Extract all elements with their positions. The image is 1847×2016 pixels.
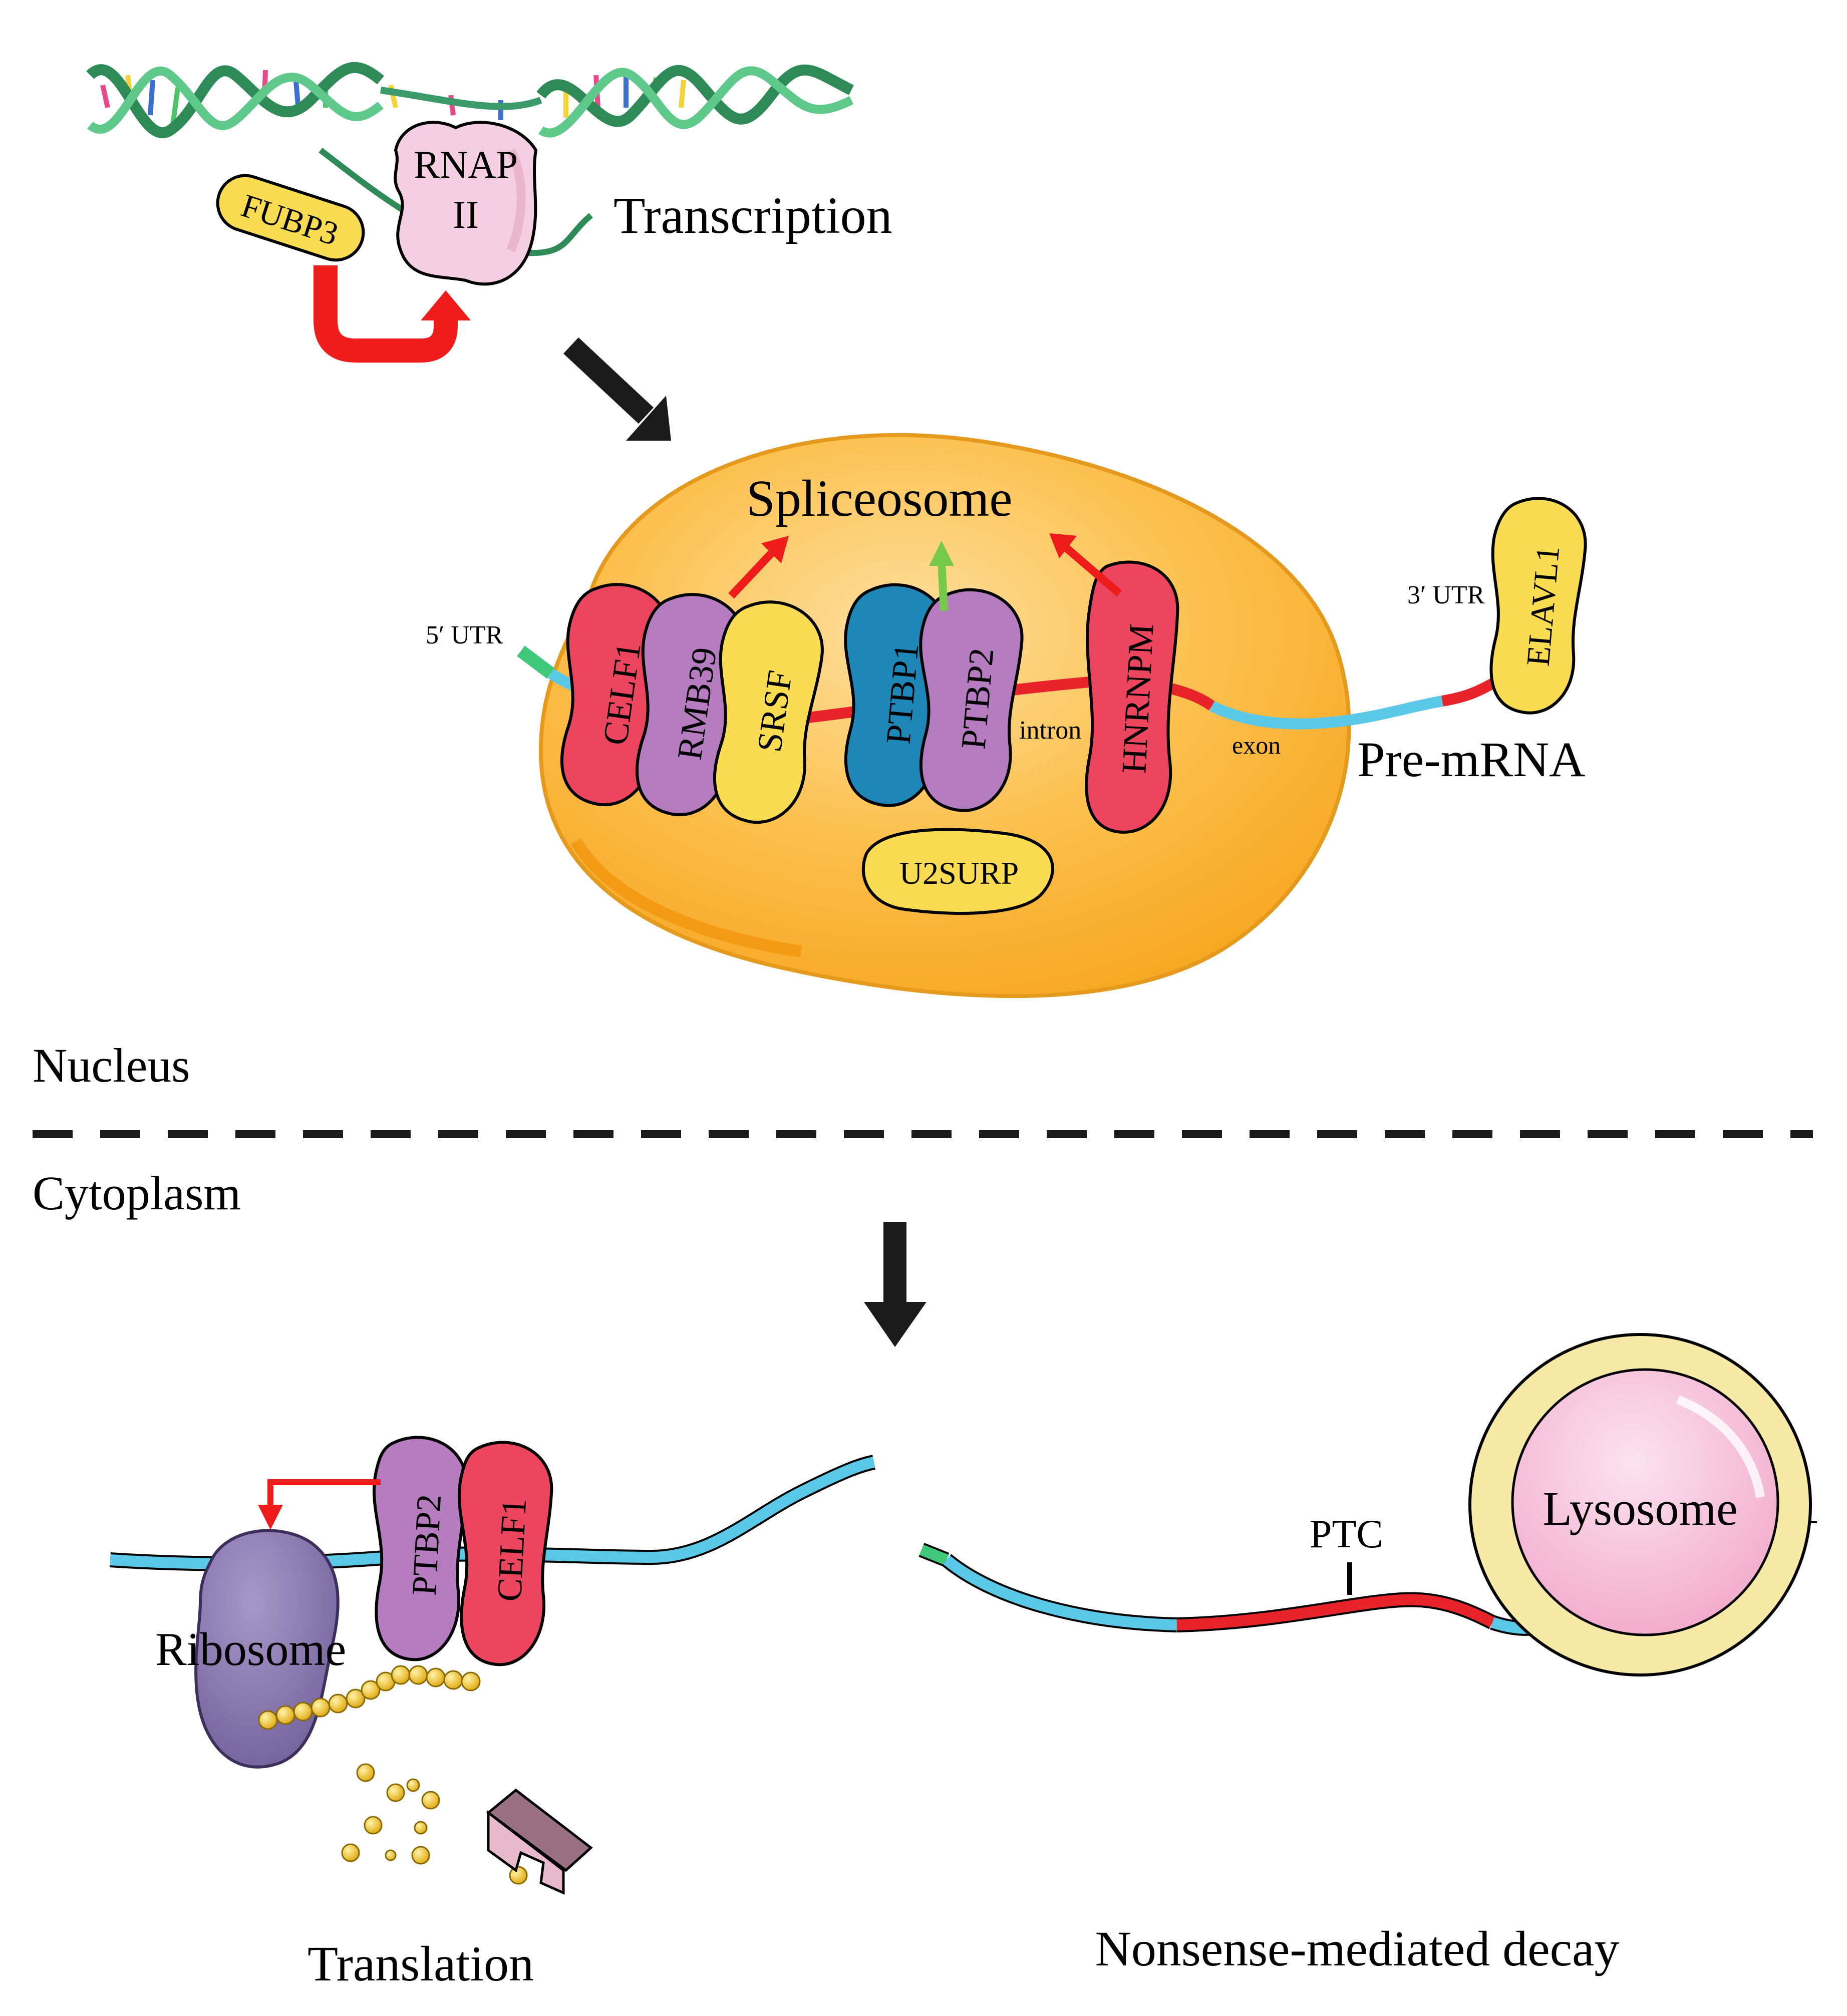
ptbp2-protein: PTBP2: [919, 588, 1024, 812]
hnrnpm-protein: HNRNPM: [1085, 560, 1179, 834]
utr5-label: 5′ UTR: [426, 621, 503, 649]
ribosome-label: Ribosome: [155, 1623, 346, 1675]
ptbp2-cyto-label: PTBP2: [405, 1493, 449, 1596]
ptbp1-regulation-arrow: [929, 541, 954, 611]
lysosome-label: Lysosome: [1543, 1482, 1737, 1535]
flow-arrow-down-right: [563, 337, 671, 441]
ptbp2-cyto-protein: PTBP2: [372, 1436, 468, 1661]
translation-label: Translation: [307, 1936, 534, 1991]
pre-mrna-label: Pre-mRNA: [1357, 732, 1586, 787]
ptbp2-label: PTBP2: [954, 646, 1001, 751]
intron-label: intron: [1019, 716, 1081, 745]
lysosome-icon: [1468, 1333, 1817, 1676]
translation-repression-arrow: [258, 1479, 381, 1530]
rnap-label-line2: II: [453, 193, 479, 236]
ptc-label: PTC: [1310, 1512, 1383, 1556]
rmb39-regulation-arrow: [728, 536, 789, 599]
proteasome-icon: [486, 1788, 593, 1895]
nmd-mrna: [918, 1543, 1539, 1636]
hnrnpm-label: HNRNPM: [1115, 623, 1161, 775]
utr3-label: 3′ UTR: [1407, 581, 1485, 609]
nucleus-label: Nucleus: [33, 1039, 190, 1092]
rna-polymerase-icon: RNAP II: [394, 121, 538, 286]
ptbp1-label: PTBP1: [879, 641, 926, 746]
hnrnpm-regulation-arrow: [1049, 533, 1122, 597]
nmd-label: Nonsense-mediated decay: [1095, 1921, 1620, 1976]
srsf-protein: SRSF: [713, 600, 824, 824]
celf1-cyto-protein: CELF1: [457, 1441, 553, 1666]
exon-label: exon: [1232, 731, 1281, 759]
transcription-label: Transcription: [613, 187, 892, 244]
u2surp-protein: U2SURP: [861, 828, 1054, 915]
u2surp-label: U2SURP: [899, 855, 1019, 891]
spliceosome-label: Spliceosome: [746, 470, 1012, 527]
celf1-cyto-label: CELF1: [490, 1497, 534, 1602]
elavl1-protein: ELAVL1: [1489, 497, 1587, 715]
fubp3-protein: FUBP3: [216, 174, 365, 262]
fubp3-activation-arrow: [314, 265, 471, 363]
rnap-label-line1: RNAP: [414, 143, 518, 186]
dna-double-helix-icon: [86, 62, 854, 256]
peptide-chain-icon: [258, 1665, 528, 1885]
flow-arrow-down: [864, 1222, 927, 1347]
cytoplasm-label: Cytoplasm: [33, 1166, 241, 1220]
